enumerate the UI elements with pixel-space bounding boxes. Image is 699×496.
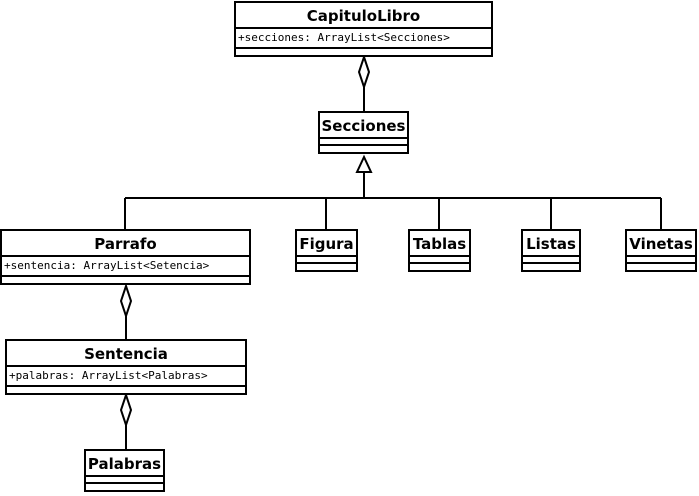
class-attributes-compartment [86,477,163,484]
class-operations-compartment [86,484,163,490]
class-name: Sentencia [7,341,245,367]
aggregation-diamond-capitulo [357,53,371,91]
class-tablas: Tablas [408,229,471,272]
aggregation-diamond-parrafo [119,282,133,320]
class-name: Figura [297,231,356,257]
class-attribute: +palabras: ArrayList<Palabras> [7,367,245,387]
class-operations-compartment [297,264,356,270]
class-operations-compartment [236,49,491,55]
class-secciones: Secciones [318,111,409,154]
class-attributes-compartment [320,139,407,146]
class-name: Vinetas [627,231,695,257]
class-capitulolibro: CapituloLibro +secciones: ArrayList<Secc… [234,1,493,57]
class-operations-compartment [523,264,579,270]
aggregation-diamond-sentencia [119,391,133,429]
class-vinetas: Vinetas [625,229,697,272]
class-palabras: Palabras [84,449,165,492]
class-name: Secciones [320,113,407,139]
class-attributes-compartment [627,257,695,264]
class-operations-compartment [627,264,695,270]
class-name: Palabras [86,451,163,477]
class-operations-compartment [7,387,245,393]
class-name: Tablas [410,231,469,257]
class-figura: Figura [295,229,358,272]
class-attribute: +sentencia: ArrayList<Setencia> [2,257,249,277]
class-operations-compartment [410,264,469,270]
generalization-arrow-secciones [355,154,373,173]
class-sentencia: Sentencia +palabras: ArrayList<Palabras> [5,339,247,395]
class-operations-compartment [320,146,407,152]
class-name: Listas [523,231,579,257]
class-name: CapituloLibro [236,3,491,29]
class-parrafo: Parrafo +sentencia: ArrayList<Setencia> [0,229,251,285]
class-attributes-compartment [523,257,579,264]
class-attributes-compartment [297,257,356,264]
class-attribute: +secciones: ArrayList<Secciones> [236,29,491,49]
class-attributes-compartment [410,257,469,264]
class-name: Parrafo [2,231,249,257]
class-operations-compartment [2,277,249,283]
class-listas: Listas [521,229,581,272]
